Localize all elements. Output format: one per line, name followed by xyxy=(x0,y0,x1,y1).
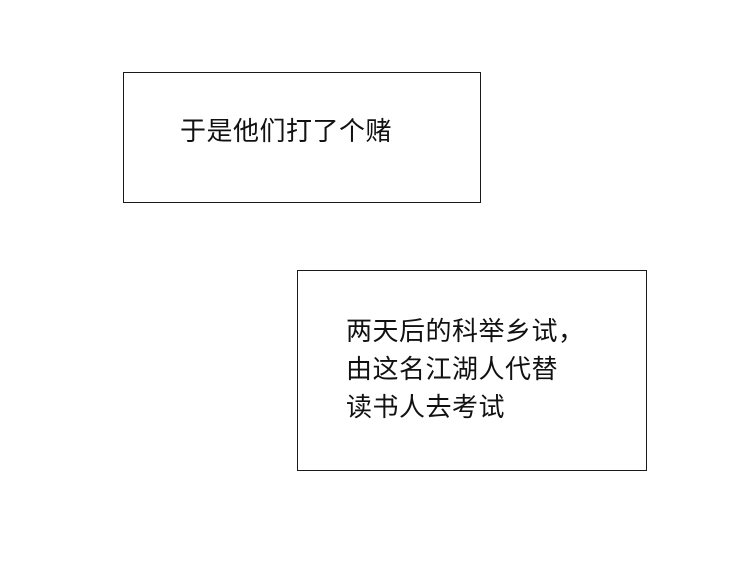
caption-text: 于是他们打了个赌 xyxy=(180,117,393,147)
caption-text: 读书人去考试 xyxy=(346,393,506,423)
caption-text: 由这名江湖人代替 xyxy=(346,355,559,385)
caption-text: 两天后的科举乡试， xyxy=(346,317,585,347)
caption-box-bottom: 两天后的科举乡试， 由这名江湖人代替 读书人去考试 xyxy=(297,270,647,471)
caption-box-top: 于是他们打了个赌 xyxy=(123,72,481,203)
